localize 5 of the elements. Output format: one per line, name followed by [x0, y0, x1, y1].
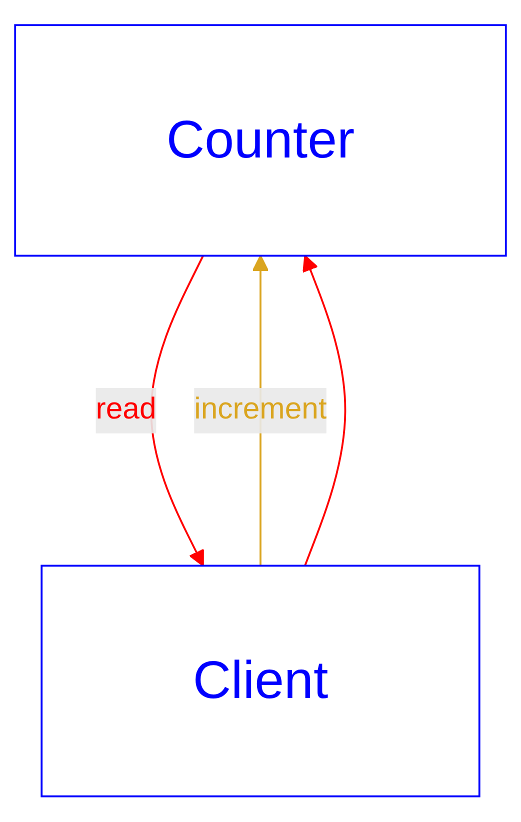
arrow [302, 255, 346, 566]
edge-label: increment [194, 394, 327, 426]
node-box: Client [40, 565, 480, 798]
edge-label: read [96, 394, 156, 426]
node-box: Counter [14, 24, 507, 257]
